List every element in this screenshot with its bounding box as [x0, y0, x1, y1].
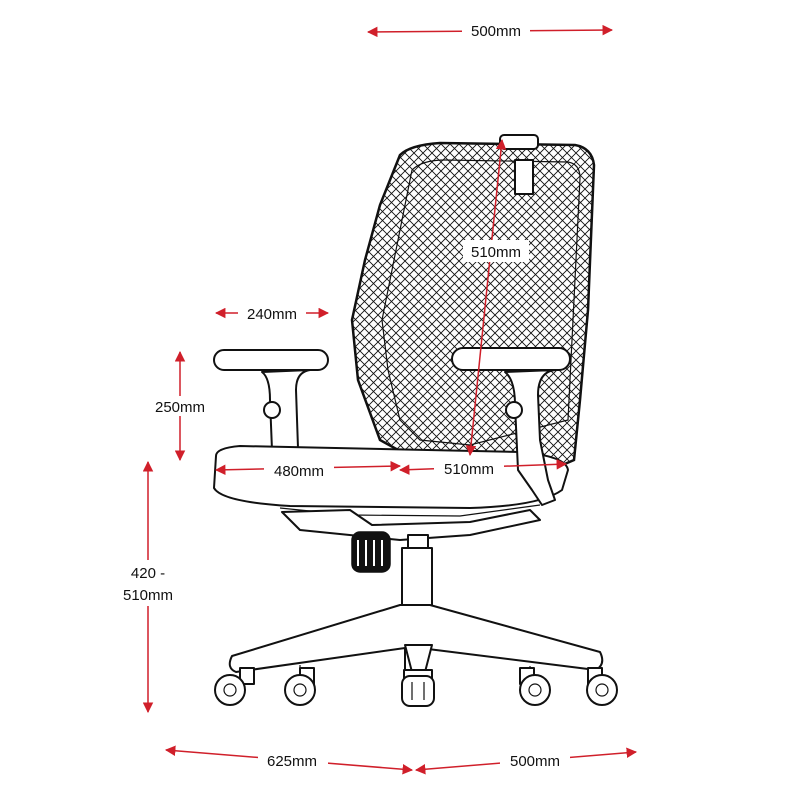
caster-5	[586, 667, 618, 706]
caster-4	[519, 667, 551, 706]
caster-2	[284, 667, 316, 706]
seat-height-label-line2: 510mm	[123, 587, 173, 604]
gas-lift	[401, 547, 433, 611]
seat-mechanism	[281, 509, 541, 573]
height-adjust-knob	[351, 531, 391, 573]
base-depth-label: 625mm	[267, 753, 317, 770]
backrest	[350, 134, 596, 468]
seat-height-label-line1: 420 -	[131, 565, 165, 582]
star-base	[228, 604, 604, 676]
back-height-line	[465, 138, 507, 457]
arm-width-label: 240mm	[247, 306, 297, 323]
casters	[214, 667, 618, 707]
caster-3	[401, 669, 435, 707]
arm-height-label: 250mm	[155, 399, 205, 416]
backrest-tag	[514, 159, 534, 195]
back-width-label: 500mm	[471, 23, 521, 40]
seat-depth-label: 510mm	[444, 461, 494, 478]
left-armrest	[213, 349, 329, 451]
caster-1	[214, 667, 255, 706]
seat	[213, 445, 569, 517]
backrest-handle	[499, 134, 539, 150]
chair-illustration	[213, 134, 618, 707]
base-width-label: 500mm	[510, 753, 560, 770]
seat-width-label: 480mm	[274, 463, 324, 480]
back-height-label: 510mm	[471, 244, 521, 261]
dimension-labels: 500mm 510mm 240mm 250mm 480mm 510mm 420 …	[114, 20, 570, 770]
